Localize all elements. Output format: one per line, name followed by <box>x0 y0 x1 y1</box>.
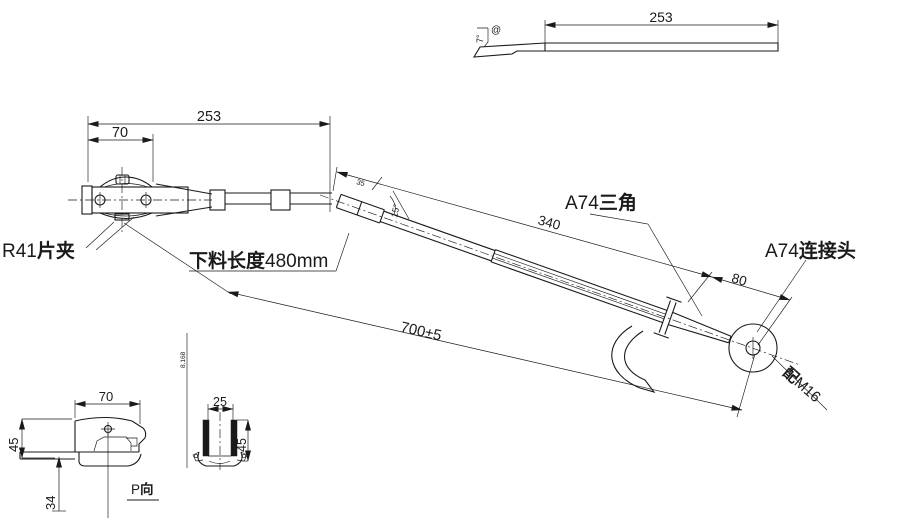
svg-text:下料长度480mm: 下料长度480mm <box>189 249 328 272</box>
blank-label-name: 下料长度 <box>189 249 266 272</box>
connector-label-code: A74 <box>765 241 799 262</box>
blank-label-value: 480mm <box>265 251 328 272</box>
dim-side-34: 34 <box>43 496 58 510</box>
blank-length-label: 下料长度480mm <box>189 232 350 272</box>
rod-straight-section <box>209 189 332 211</box>
connector-head <box>728 323 778 373</box>
clip-label-code: R41 <box>2 241 37 262</box>
tiny-vertical-note: 8.168 <box>180 351 187 368</box>
hook-strap <box>611 325 656 393</box>
dim-main-253: 253 <box>197 109 221 125</box>
dim-340: 340 <box>536 212 562 233</box>
svg-text:A74三角: A74三角 <box>565 191 637 214</box>
bend-angle-annotation: 7° @ <box>475 25 501 48</box>
channel-section-view: 8.168 25 45 <box>180 333 251 470</box>
dim-80: 80 <box>730 270 749 289</box>
triangle-label-name: 三角 <box>599 191 637 214</box>
clamp-side-detail-view: 70 45 34 P向 <box>6 389 159 518</box>
svg-text:配M16: 配M16 <box>779 364 824 406</box>
bend-angle-15: 15° <box>389 203 402 219</box>
triangle-label-code: A74 <box>565 193 599 214</box>
view-label-letter: P <box>131 482 140 497</box>
triangle-label: A74三角 <box>565 191 703 317</box>
bend-angle-7: 7° <box>475 34 485 43</box>
dim-section-25: 25 <box>213 395 227 409</box>
dim-top-253: 253 <box>649 9 673 25</box>
dim-700: 700±5 <box>399 319 443 345</box>
svg-text:A74连接头: A74连接头 <box>765 239 856 262</box>
connector-label: A74连接头 <box>756 239 856 333</box>
thread-note: 配M16 <box>771 355 828 411</box>
at-symbol: @ <box>491 25 501 36</box>
clip-clamp <box>68 167 213 233</box>
view-label-dir: 向 <box>140 481 154 497</box>
view-direction-label: P向 <box>127 481 159 501</box>
main-assembly-view: 253 70 <box>2 109 856 418</box>
svg-text:R41片夹: R41片夹 <box>2 239 75 262</box>
dim-35-small: 35 <box>355 177 365 188</box>
clip-label-name: 片夹 <box>37 239 75 262</box>
dim-side-70: 70 <box>99 389 113 404</box>
dim-side-45: 45 <box>6 438 21 452</box>
flat-bar-top-view: 253 7° @ <box>472 9 779 58</box>
clip-label: R41片夹 <box>2 216 135 262</box>
dim-section-45: 45 <box>235 438 249 452</box>
connector-label-name: 连接头 <box>799 239 856 262</box>
dim-main-70: 70 <box>112 125 128 141</box>
svg-text:P向: P向 <box>131 481 154 497</box>
